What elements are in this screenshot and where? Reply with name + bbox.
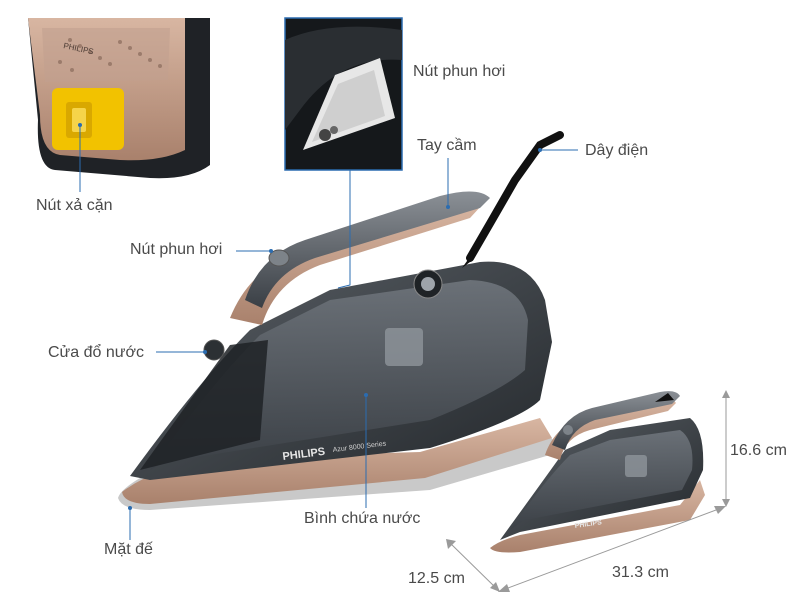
dimension-arrows xyxy=(446,390,730,592)
water-inlet-icon xyxy=(203,339,225,361)
steam-button-label: Nút phun hơi xyxy=(130,241,223,258)
water-tank-label: Bình chứa nước xyxy=(304,510,421,527)
water-inlet-label: Cửa đổ nước xyxy=(48,344,144,361)
handle-label: Tay cầm xyxy=(417,137,477,154)
height-dimension: 16.6 cm xyxy=(730,442,787,459)
steam-button-icon xyxy=(268,249,290,267)
small-iron-image: PHILIPS xyxy=(490,391,705,553)
brand-logo-text: PHILIPS xyxy=(282,446,326,463)
steam-button-top-label: Nút phun hơi xyxy=(413,63,506,80)
descale-detail-image: PHILIPS xyxy=(28,18,210,179)
length-dimension: 31.3 cm xyxy=(612,564,669,581)
main-iron-image: PHILIPS Azur 8000 Series xyxy=(118,131,564,510)
soleplate-label: Mặt đế xyxy=(104,541,153,558)
callout-lines xyxy=(79,125,578,540)
width-dimension: 12.5 cm xyxy=(408,570,465,587)
svg-text:PHILIPS: PHILIPS xyxy=(574,519,602,530)
steam-button-detail-image xyxy=(284,17,403,171)
descale-button-label: Nút xả cặn xyxy=(36,197,113,214)
power-cord-label: Dây điện xyxy=(585,142,649,159)
